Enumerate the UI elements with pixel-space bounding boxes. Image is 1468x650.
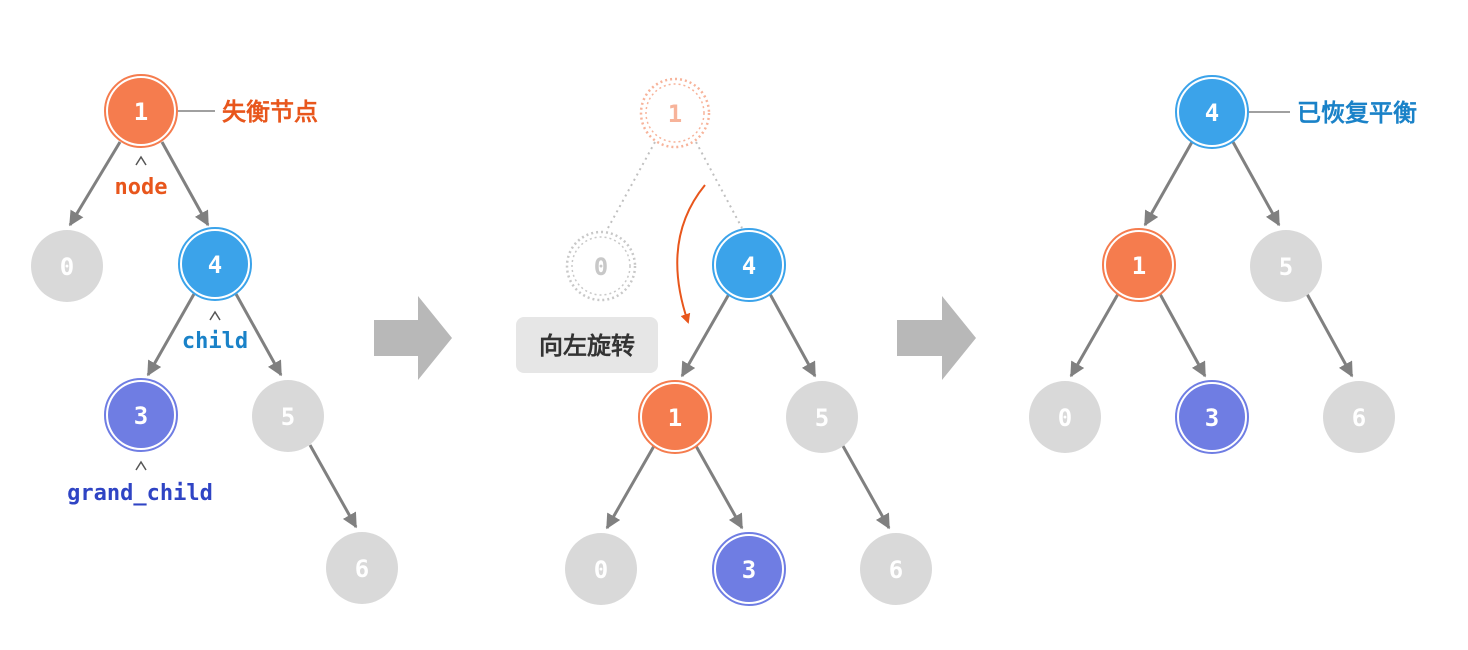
edge-1-0	[68, 141, 122, 227]
rotate-left-arrow-icon	[676, 184, 706, 324]
edge3-5-6	[1305, 293, 1354, 378]
svg-text:1: 1	[134, 98, 148, 126]
svg-text:1: 1	[668, 404, 682, 432]
tree-node-4: 4	[712, 228, 786, 302]
tree-node-5: 5	[252, 380, 324, 452]
tree-node-3: 3	[104, 378, 178, 452]
edge2-1-0	[605, 445, 656, 530]
svg-text:6: 6	[355, 555, 369, 583]
svg-text:1: 1	[668, 100, 682, 128]
svg-text:0: 0	[1058, 404, 1072, 432]
edge3-1-0	[1069, 293, 1120, 378]
svg-text:0: 0	[60, 253, 74, 281]
svg-text:6: 6	[889, 556, 903, 584]
tree-node-5: 5	[786, 381, 858, 453]
tree-node-0: 0	[1029, 381, 1101, 453]
rotate-badge-label: 向左旋转	[539, 332, 635, 360]
tree-node-0: 0	[565, 533, 637, 605]
svg-text:4: 4	[1205, 99, 1219, 127]
tree-node-6: 6	[326, 532, 398, 604]
edge3-1-3	[1158, 293, 1207, 378]
grand-child-pointer-caret-icon	[135, 460, 147, 471]
svg-text:1: 1	[1132, 252, 1146, 280]
node-pointer-caret-icon	[135, 155, 147, 166]
svg-text:3: 3	[1205, 404, 1219, 432]
tree-node-6: 6	[860, 533, 932, 605]
ghost-node-0: 0	[565, 230, 637, 302]
ghost-edge-1-4	[695, 141, 743, 229]
edge2-1-3	[694, 445, 744, 530]
edge3-4-5	[1231, 141, 1281, 227]
edge-4-3	[146, 293, 196, 377]
child-pointer-label: child	[182, 329, 248, 354]
edge2-4-5	[768, 293, 817, 378]
transition-arrow-icon	[897, 296, 976, 380]
tree-node-6: 6	[1323, 381, 1395, 453]
panel-after: 4 1 5 0 3 6 已恢复平衡	[1029, 75, 1417, 454]
tree-node-3: 3	[1175, 380, 1249, 454]
svg-text:4: 4	[742, 252, 756, 280]
tree-node-4: 4	[178, 227, 252, 301]
tree-node-0: 0	[31, 230, 103, 302]
edge2-4-1	[680, 293, 731, 378]
svg-text:3: 3	[134, 402, 148, 430]
balanced-label: 已恢复平衡	[1297, 99, 1417, 127]
edge-1-4	[160, 141, 210, 227]
edge-4-5	[234, 293, 283, 377]
tree-node-1: 1	[1102, 228, 1176, 302]
svg-text:3: 3	[742, 556, 756, 584]
svg-text:5: 5	[281, 403, 295, 431]
tree-node-3: 3	[712, 532, 786, 606]
child-pointer-caret-icon	[209, 310, 221, 321]
tree-node-1: 1	[104, 74, 178, 148]
svg-text:0: 0	[594, 556, 608, 584]
svg-text:6: 6	[1352, 404, 1366, 432]
svg-text:5: 5	[815, 404, 829, 432]
svg-text:0: 0	[594, 253, 608, 281]
panel-rotating: 1 0 向左旋转 4 1 5	[516, 77, 932, 606]
svg-text:4: 4	[208, 251, 222, 279]
edge-5-6	[308, 444, 358, 529]
svg-text:5: 5	[1279, 253, 1293, 281]
transition-arrow-icon	[374, 296, 452, 380]
panel-before: 1 0 4 3 5 6 失衡节点 node chil	[31, 74, 398, 604]
rotate-badge	[516, 317, 658, 373]
unbalanced-node-label: 失衡节点	[222, 98, 318, 126]
node-pointer-label: node	[115, 175, 168, 200]
ghost-edge-1-0	[607, 141, 656, 229]
ghost-node-1: 1	[639, 77, 711, 149]
grand-child-pointer-label: grand_child	[67, 481, 213, 506]
edge3-4-1	[1143, 141, 1194, 227]
edge2-5-6	[841, 445, 891, 530]
tree-node-1: 1	[638, 380, 712, 454]
tree-node-4: 4	[1175, 75, 1249, 149]
tree-node-5: 5	[1250, 230, 1322, 302]
